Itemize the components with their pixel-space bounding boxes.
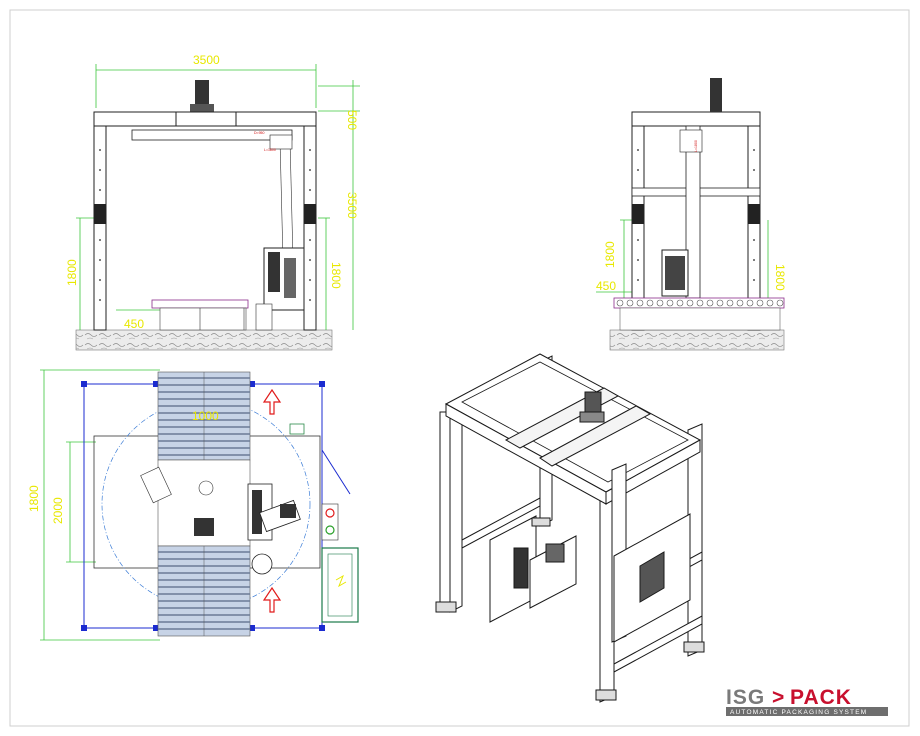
side-ground [609, 329, 785, 351]
plan-center-label: 1000 [192, 409, 219, 423]
plan-electrical-icon [335, 574, 347, 588]
front-top-label: 500 [345, 110, 359, 130]
front-right-bracket [304, 204, 316, 224]
plan-flow-arrow-bottom [262, 586, 282, 613]
front-tag-a: D=950 [254, 131, 264, 135]
isg-pack-logo: ISG > PACK AUTOMATIC PACKAGING SYSTEM [726, 686, 888, 716]
plan-flow-arrow-top [262, 388, 282, 415]
side-left-1800-dimension: 1800 [603, 219, 640, 330]
front-height-label: 3500 [345, 192, 359, 219]
front-rotary-arm [131, 129, 293, 141]
front-right-1800-label: 1800 [329, 262, 343, 289]
plan-film-carriage [247, 483, 301, 541]
front-left-bracket [94, 204, 106, 224]
front-ground [75, 329, 333, 351]
front-left-1800-label: 1800 [65, 259, 79, 286]
side-450-label: 450 [596, 279, 616, 293]
front-tag-b: L=1800 [264, 148, 276, 152]
plan-partial-label: 1800 [27, 485, 41, 512]
status-light-green-icon [325, 525, 335, 535]
plan-width-dimension: 2000 1800 [27, 369, 160, 641]
front-ring-housing [175, 111, 237, 127]
side-right-1800-label: 1800 [773, 264, 787, 291]
logo-subtitle-text: AUTOMATIC PACKAGING SYSTEM [730, 709, 867, 716]
front-view: 3500 500 3500 1800 1800 450 [65, 53, 360, 351]
logo-arrow-text: > [772, 686, 785, 709]
status-light-red-icon [325, 508, 335, 518]
plan-center-motor [194, 518, 214, 536]
front-450-label: 450 [124, 317, 144, 331]
front-top-dimension: 500 3500 [318, 80, 360, 330]
logo-subtitle-bar [726, 707, 888, 716]
side-left-1800-label: 1800 [603, 241, 617, 268]
front-width-dimension: 3500 [95, 53, 317, 108]
front-conveyor [151, 299, 249, 309]
front-width-label: 3500 [193, 53, 220, 67]
logo-pack-text: PACK [790, 686, 852, 709]
front-left-1800-dimension: 1800 [65, 217, 96, 330]
plan-conveyor-top [157, 371, 251, 461]
isometric-view [435, 353, 705, 703]
plan-width-label: 2000 [51, 497, 65, 524]
side-top-motor [710, 78, 722, 112]
side-tag-a: L=1800 [694, 140, 698, 152]
plan-control-panel [321, 503, 339, 541]
plan-film-roll [251, 553, 273, 575]
front-control-box [255, 303, 273, 331]
logo-isg-text: ISG [726, 686, 765, 709]
plan-view: 2000 1800 1000 [27, 369, 359, 641]
front-right-1800-dimension: 1800 [318, 217, 343, 330]
front-450-dimension: 450 [116, 309, 160, 331]
plan-conveyor-bottom [157, 545, 251, 637]
plan-sensor-icon [289, 423, 305, 435]
side-top-beam [631, 111, 761, 127]
side-view: 1800 1800 450 L=1800 [596, 78, 787, 351]
sheet-border [9, 9, 910, 727]
